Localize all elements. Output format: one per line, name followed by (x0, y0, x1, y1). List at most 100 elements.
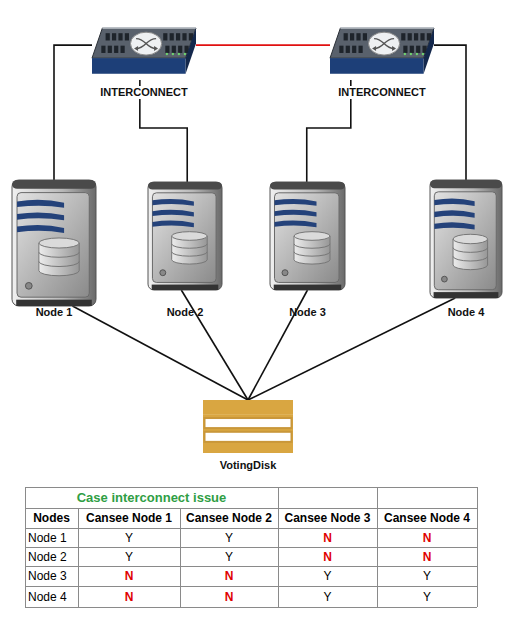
table-cell: Node 3 (25, 566, 78, 586)
switch-port (182, 33, 186, 40)
server-band (17, 225, 64, 233)
switch-side (424, 28, 434, 74)
server-cylinder-ring (294, 252, 330, 256)
server-cap (148, 182, 222, 190)
switch-port (101, 46, 105, 53)
server-band (152, 221, 193, 228)
table-grid-line (278, 487, 279, 607)
node-label: VotingDisk (218, 459, 279, 472)
server-band (275, 199, 317, 206)
switch-led (410, 53, 412, 55)
switch-arrowhead (154, 46, 158, 51)
switch-top (330, 28, 434, 58)
table-cell: Y (180, 547, 278, 566)
server-body (148, 182, 222, 290)
switch-arrowhead (392, 46, 396, 51)
switch-port (416, 46, 420, 53)
disk-icon (203, 400, 293, 453)
server-body (270, 182, 345, 290)
server-node: Node 1 (12, 180, 96, 306)
server-indicator (160, 270, 166, 276)
server-band (152, 210, 193, 217)
server-band (434, 210, 474, 217)
server-base (434, 292, 499, 298)
switch-icon (92, 28, 196, 80)
switch-port (356, 33, 360, 40)
connector-line (54, 45, 92, 180)
switch-edge (340, 27, 434, 29)
switch-led (416, 53, 418, 55)
server-node: Node 3 (270, 182, 345, 290)
server-body (430, 180, 502, 298)
switch-front (92, 58, 186, 74)
voting-disk: VotingDisk (203, 400, 293, 453)
switch-port (118, 33, 122, 40)
switch-port (352, 46, 356, 53)
connector-line (248, 298, 455, 400)
table-cell: Node 1 (25, 528, 78, 547)
table-cell: Cansee Node 3 (278, 508, 377, 528)
disk-gap (203, 415, 293, 453)
table-grid-line (25, 487, 477, 488)
server-icon (430, 180, 502, 298)
table-cell: N (180, 566, 278, 586)
switch-port (112, 33, 116, 40)
node-label: Node 4 (446, 306, 487, 319)
switch-port (420, 33, 424, 40)
table-cell: Y (377, 566, 477, 586)
table-cell: Node 4 (25, 586, 78, 607)
table-cell: Y (278, 566, 377, 586)
switch-led (404, 53, 406, 55)
server-cylinder-ring (294, 244, 330, 248)
table-grid-line (25, 528, 477, 529)
server-cylinder-top (172, 232, 208, 241)
table-grid-line (180, 508, 181, 607)
switch-arrowhead (372, 46, 376, 51)
switch-port (344, 33, 348, 40)
switch-port (176, 33, 180, 40)
server-cylinder-ring (172, 244, 208, 248)
server-cylinder-ring (39, 261, 79, 266)
switch-port (410, 46, 414, 53)
switch-top (92, 28, 196, 58)
switch-port (359, 46, 363, 53)
table-cell: Cansee Node 1 (78, 508, 180, 528)
server-band (152, 199, 193, 206)
table-grid-line (25, 566, 477, 567)
switch-logo (130, 32, 161, 55)
table-grid-line (25, 547, 477, 548)
table-cell: Y (78, 547, 180, 566)
table-cell: Y (78, 528, 180, 547)
switch-icon (330, 28, 434, 80)
server-body (12, 180, 96, 306)
switch-port (414, 33, 418, 40)
table-cell: N (78, 586, 180, 607)
switch-port (121, 46, 125, 53)
switch-led (178, 53, 180, 55)
server-face (17, 193, 89, 298)
server-cylinder-top (294, 232, 330, 241)
server-node: Node 4 (430, 180, 502, 298)
switch-arrowhead (134, 46, 138, 51)
server-cap (270, 182, 345, 190)
table-grid-line (78, 508, 79, 607)
server-icon (12, 180, 96, 306)
switch-port (408, 33, 412, 40)
switch-port (108, 46, 112, 53)
server-icon (148, 182, 222, 290)
switch-arrow (374, 39, 394, 49)
server-band (17, 200, 64, 208)
table-cell: N (78, 566, 180, 586)
disk-slot (205, 418, 292, 428)
switch-port (350, 33, 354, 40)
server-cylinder-ring (453, 248, 488, 253)
server-face (152, 193, 216, 283)
switch-port (401, 33, 405, 40)
node-label: INTERCONNECT (336, 86, 427, 99)
table-grid-line (25, 586, 477, 587)
server-band (275, 210, 317, 217)
server-indicator (25, 282, 32, 289)
switch-port (172, 46, 176, 53)
switch-port (114, 46, 118, 53)
